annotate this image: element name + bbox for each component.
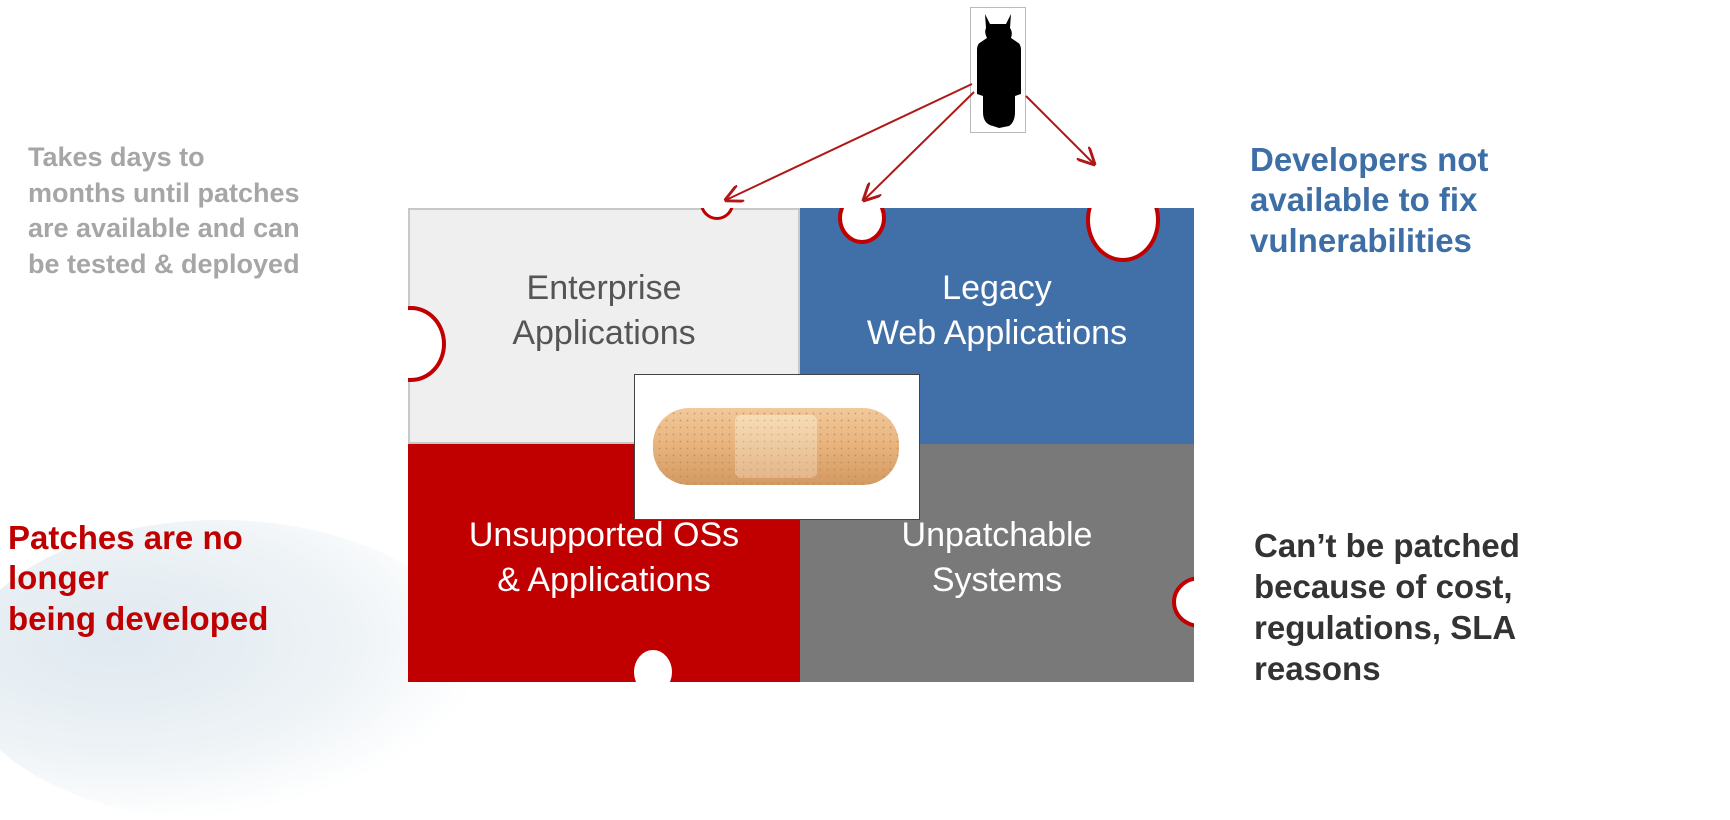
piece-unpatchable-systems: Unpatchable Systems bbox=[800, 444, 1194, 682]
note-cannot-patch: Can’t be patched because of cost, regula… bbox=[1254, 527, 1520, 687]
attacker-box bbox=[970, 7, 1026, 133]
arrow-to-legacy-right bbox=[1025, 95, 1094, 164]
attacker-silhouette-icon bbox=[977, 14, 1021, 128]
note-developers-unavailable: Developers not available to fix vulnerab… bbox=[1250, 141, 1489, 259]
piece-legacy-label: Legacy Web Applications bbox=[866, 269, 1128, 352]
attack-arrows bbox=[0, 83, 1730, 757]
piece-unsupported-label: Unsupported OSs & Applications bbox=[468, 516, 740, 599]
piece-unsupported-os-applications: Unsupported OSs & Applications bbox=[408, 444, 800, 682]
note-patch-delay: Takes days to months until patches are a… bbox=[28, 142, 300, 279]
bandage-icon bbox=[653, 408, 899, 485]
note-patches-discontinued: Patches are no longer being developed bbox=[8, 519, 269, 637]
puzzle-knob bbox=[634, 650, 672, 682]
piece-unpatchable-label: Unpatchable Systems bbox=[901, 516, 1093, 599]
piece-enterprise-label: Enterprise Applications bbox=[512, 269, 696, 352]
arrow-to-enterprise bbox=[726, 83, 973, 200]
arrow-to-legacy-left bbox=[864, 91, 975, 200]
puzzle-knob bbox=[838, 208, 886, 244]
bandage-box bbox=[634, 374, 920, 520]
